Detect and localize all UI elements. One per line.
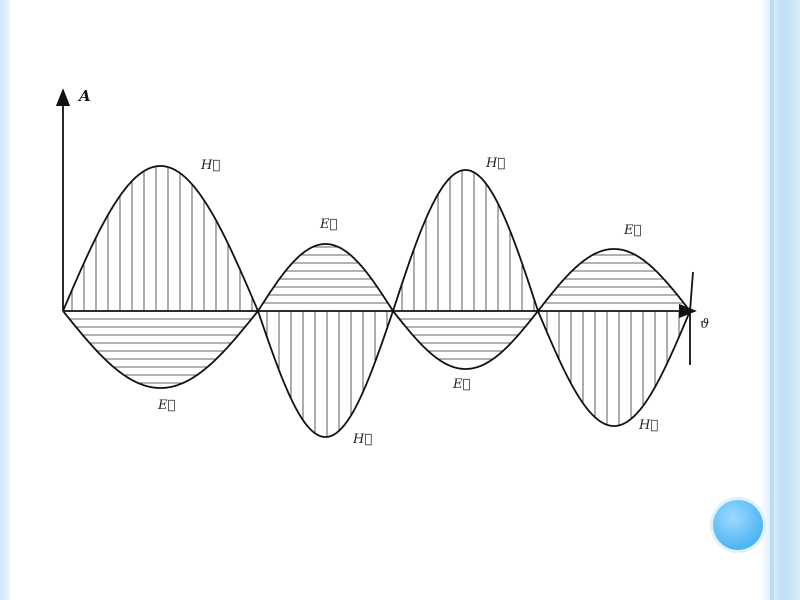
y-axis-label: A (77, 87, 91, 105)
e-field-curve (62, 243, 694, 389)
e-label-1: E⃗ (319, 217, 337, 232)
e-label-4: E⃗ (452, 377, 470, 392)
x-axis-label: ϑ (700, 317, 709, 332)
slide-right-border (760, 0, 800, 600)
nav-circle-button[interactable] (713, 500, 763, 550)
h-label-2: H⃗ (485, 156, 505, 171)
slide-right-border-line (770, 0, 774, 600)
slide-left-border (0, 0, 10, 600)
h-field-curve (62, 165, 691, 438)
e-label-3: E⃗ (157, 398, 175, 413)
h-label-4: H⃗ (638, 418, 658, 433)
h-label-3: H⃗ (352, 432, 372, 447)
hatching (69, 166, 684, 437)
e-label-2: E⃗ (623, 223, 641, 238)
h-label-1: H⃗ (200, 158, 220, 173)
